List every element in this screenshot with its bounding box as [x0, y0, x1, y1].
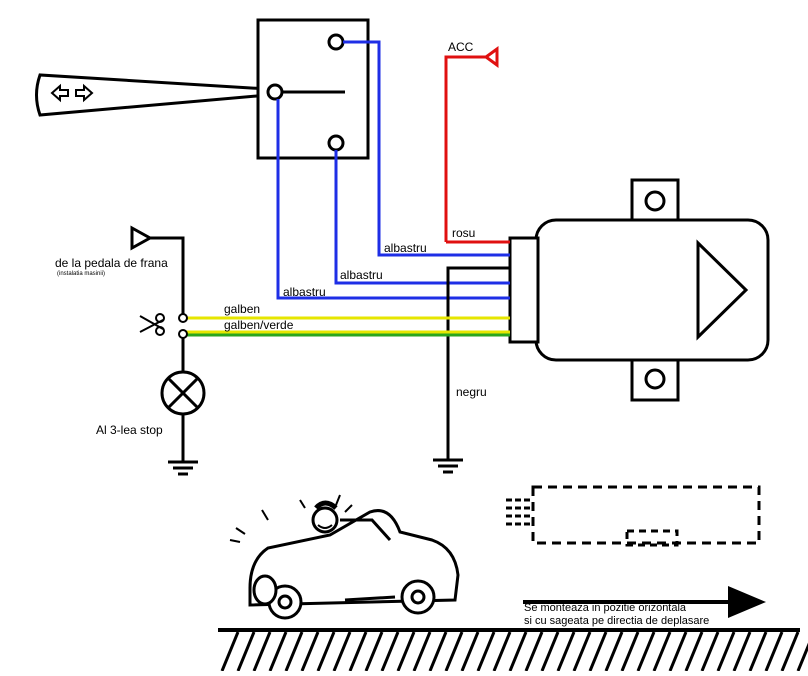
label-albastru-middle: albastru — [340, 268, 383, 282]
wire-red-acc — [444, 46, 510, 244]
direction-arrow — [523, 586, 766, 618]
scissors-icon — [139, 313, 165, 336]
wire-blue-middle — [334, 150, 510, 285]
alarm-module — [508, 178, 770, 402]
ground-icon — [433, 458, 463, 474]
left-right-arrows-icon — [50, 83, 94, 103]
mount-note-line1: Se monteaza in pozitie orizontala — [524, 602, 687, 614]
label-galben: galben — [224, 302, 260, 316]
brake-feed-line — [130, 225, 188, 462]
label-rosu: rosu — [452, 226, 475, 240]
label-brake-pedal-note: (instalatia masinii) — [57, 271, 105, 277]
wire-black-ground — [446, 266, 510, 460]
wire-blue-bottom — [276, 99, 510, 300]
label-albastru-bottom: albastru — [283, 285, 326, 299]
mount-note-line2: si cu sageata pe directia de deplasare — [524, 615, 709, 627]
road-surface — [218, 628, 808, 672]
label-negru: negru — [456, 385, 487, 399]
wire-yellow-green — [186, 330, 510, 337]
label-galben-verde: galben/verde — [224, 318, 294, 332]
label-brake-pedal: de la pedala de frana — [55, 256, 168, 270]
turn-signal-stalk — [35, 73, 270, 117]
ground-icon — [168, 460, 198, 476]
lamp-icon — [160, 370, 206, 416]
mounted-module-outline — [506, 485, 761, 547]
label-albastru-top: albastru — [384, 241, 427, 255]
car-driver-illustration — [229, 494, 460, 620]
label-acc: ACC — [448, 40, 474, 54]
label-third-stop: Al 3-lea stop — [96, 423, 163, 437]
wire-blue-top — [343, 40, 510, 257]
